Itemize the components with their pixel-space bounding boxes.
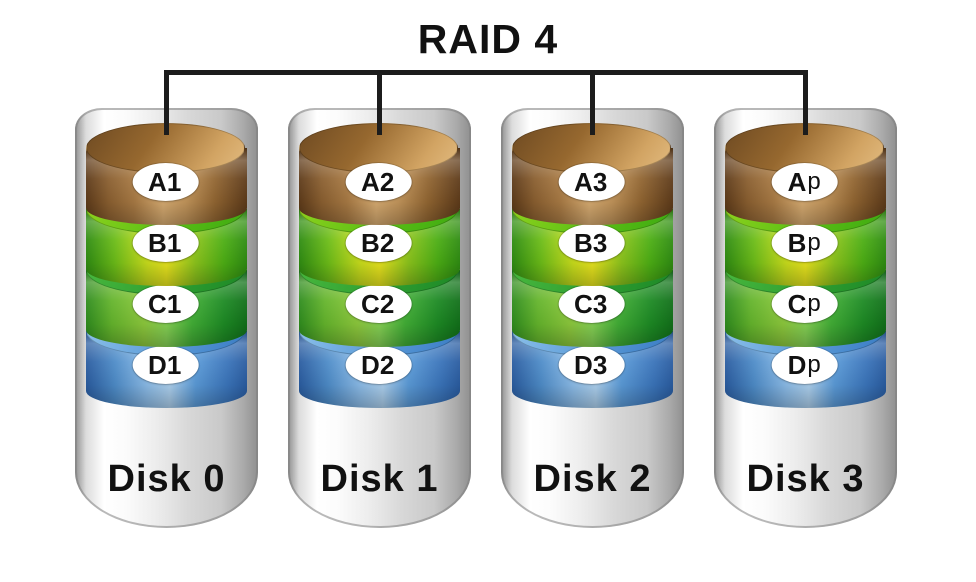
disk-0-name: Disk 0 (107, 458, 226, 500)
block-label: D2 (345, 346, 412, 384)
block-label-suffix: p (807, 229, 821, 256)
block-label-main: A (787, 167, 807, 197)
disk-2: A3 B3 C3 D3 Disk 2 (501, 108, 684, 528)
block-label-main: D3 (574, 350, 608, 380)
block-b1: B1 (86, 184, 247, 290)
block-label-main: D1 (148, 350, 182, 380)
block-label-main: A1 (148, 167, 182, 197)
block-label-main: A3 (574, 167, 608, 197)
block-label-main: B1 (148, 228, 182, 258)
block-label: A3 (558, 163, 625, 201)
block-label: B3 (558, 224, 625, 262)
disk-3-name: Disk 3 (746, 458, 865, 500)
bus-connector-disk-1 (377, 70, 382, 135)
bus-connector-disk-0 (164, 70, 169, 135)
disk-0: A1 B1 C1 D1 Disk 0 (75, 108, 258, 528)
disk-1-platter-stack: A2 B2 C2 D2 (299, 108, 460, 528)
block-label-main: B2 (361, 228, 395, 258)
block-label: B1 (132, 224, 199, 262)
block-label-suffix: p (807, 351, 821, 378)
block-a3: A3 (512, 123, 673, 229)
bus-connector-disk-2 (590, 70, 595, 135)
block-label: D1 (132, 346, 199, 384)
disk-1: A2 B2 C2 D2 Disk 1 (288, 108, 471, 528)
block-label-main: B3 (574, 228, 608, 258)
block-label-suffix: p (807, 168, 821, 195)
disk-2-platter-stack: A3 B3 C3 D3 (512, 108, 673, 528)
block-label: B2 (345, 224, 412, 262)
block-label: C1 (132, 285, 199, 323)
block-a2: A2 (299, 123, 460, 229)
block-label-main: D (787, 350, 807, 380)
block-label: C2 (345, 285, 412, 323)
block-label-main: C3 (574, 289, 608, 319)
block-label: D3 (558, 346, 625, 384)
block-label-main: A2 (361, 167, 395, 197)
block-label-main: C1 (148, 289, 182, 319)
block-label-main: B (787, 228, 807, 258)
bus-connector-disk-3 (803, 70, 808, 135)
block-a1: A1 (86, 123, 247, 229)
block-label-suffix: p (807, 290, 821, 317)
diagram-title: RAID 4 (417, 16, 559, 62)
block-label-main: D2 (361, 350, 395, 380)
disk-2-name: Disk 2 (533, 458, 652, 500)
block-label: A1 (132, 163, 199, 201)
disk-1-name: Disk 1 (320, 458, 439, 500)
raid-bus-line (164, 70, 808, 75)
disk-0-platter-stack: A1 B1 C1 D1 (86, 108, 247, 528)
block-label-main: C (787, 289, 807, 319)
block-label: A2 (345, 163, 412, 201)
block-label: C3 (558, 285, 625, 323)
block-label-main: C2 (361, 289, 395, 319)
